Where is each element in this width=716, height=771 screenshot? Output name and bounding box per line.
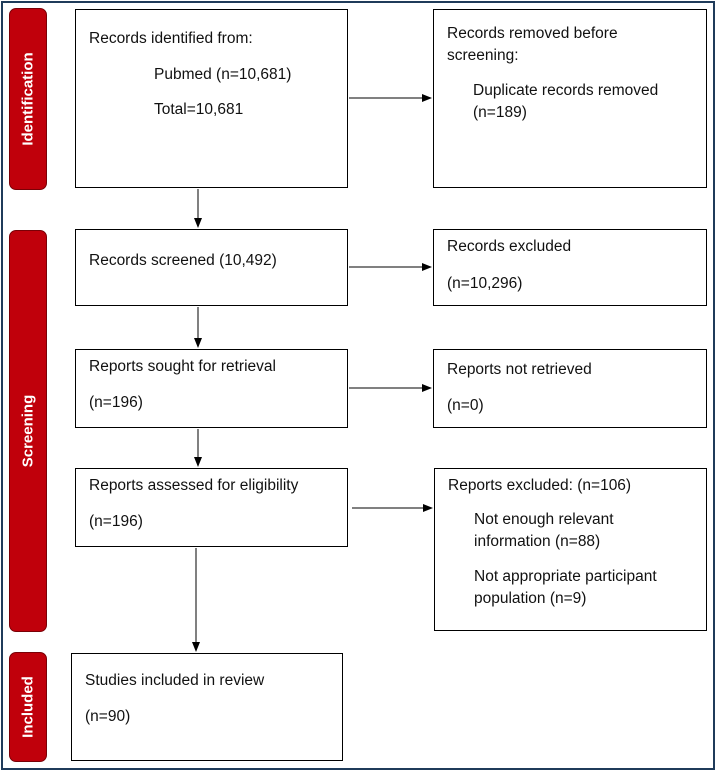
records-identified-heading: Records identified from: <box>89 30 253 47</box>
records-identified-box: Records identified from: Pubmed (n=10,68… <box>75 9 348 188</box>
reports-not-retrieved-count: (n=0) <box>447 397 484 414</box>
reports-assessed-box: Reports assessed for eligibility (n=196) <box>75 468 348 547</box>
reports-not-retrieved-label: Reports not retrieved <box>447 361 592 378</box>
studies-included-count: (n=90) <box>85 708 131 725</box>
records-removed-heading-line1: Records removed before <box>447 25 618 42</box>
duplicates-removed-line1: Duplicate records removed <box>473 82 659 99</box>
reports-sought-count: (n=196) <box>89 394 143 411</box>
records-identified-total: Total=10,681 <box>154 101 244 118</box>
reports-excluded-heading: Reports excluded: (n=106) <box>448 477 632 494</box>
records-screened-label: Records screened (10,492) <box>89 252 277 269</box>
records-excluded-count: (n=10,296) <box>447 275 523 292</box>
records-screened-box: Records screened (10,492) <box>75 229 348 306</box>
reason-population-line1: Not appropriate participant <box>474 568 657 585</box>
reports-sought-box: Reports sought for retrieval (n=196) <box>75 349 348 428</box>
studies-included-label: Studies included in review <box>85 672 265 689</box>
reason-not-enough-info-line1: Not enough relevant <box>474 511 614 528</box>
reports-excluded-box: Reports excluded: (n=106) Not enough rel… <box>434 468 707 631</box>
records-excluded-box: Records excluded (n=10,296) <box>433 229 707 306</box>
reason-population-line2: population (n=9) <box>474 590 587 607</box>
phase-tab-included: Included <box>9 652 47 762</box>
reason-not-enough-info-line2: information (n=88) <box>474 533 601 550</box>
reports-sought-label: Reports sought for retrieval <box>89 358 276 375</box>
records-identified-source: Pubmed (n=10,681) <box>154 66 292 83</box>
records-removed-heading-line2: screening: <box>447 47 519 64</box>
phase-tab-screening: Screening <box>9 230 47 632</box>
reports-assessed-label: Reports assessed for eligibility <box>89 477 299 494</box>
records-excluded-label: Records excluded <box>447 238 572 255</box>
studies-included-box: Studies included in review (n=90) <box>71 653 343 761</box>
records-removed-box: Records removed before screening: Duplic… <box>433 9 707 188</box>
duplicates-removed-line2: (n=189) <box>473 104 527 121</box>
reports-not-retrieved-box: Reports not retrieved (n=0) <box>433 349 707 428</box>
phase-tab-identification: Identification <box>9 8 47 190</box>
reports-assessed-count: (n=196) <box>89 513 143 530</box>
